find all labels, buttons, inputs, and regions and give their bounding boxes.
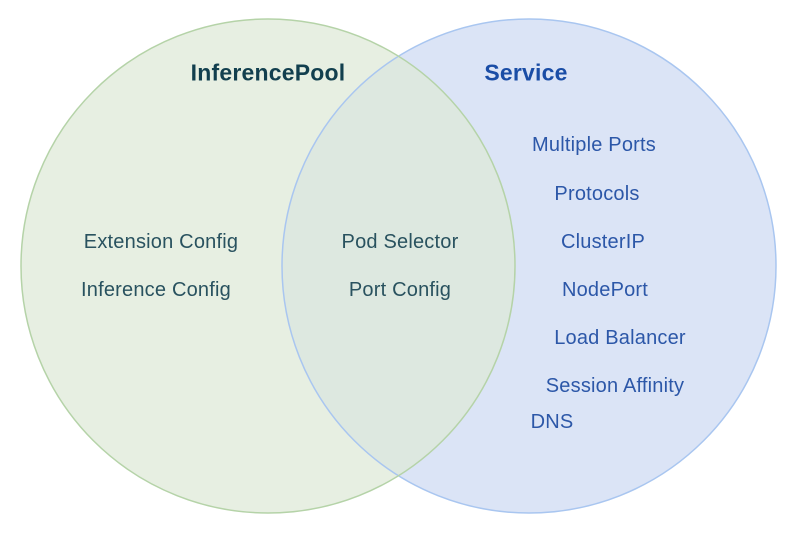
inferencepool-item-inference-config: Inference Config [81, 279, 231, 301]
service-item-protocols: Protocols [554, 183, 640, 205]
service-item-clusterip: ClusterIP [560, 231, 646, 253]
service-item-load-balancer: Load Balancer [554, 327, 686, 349]
inferencepool-circle-fill [21, 19, 515, 513]
service-item-multiple-ports: Multiple Ports [532, 134, 656, 156]
service-circle-outline [281, 18, 777, 514]
inferencepool-circle-outline [20, 18, 516, 514]
service-item-nodeport: NodePort [561, 279, 649, 301]
service-item-session-affinity: Session Affinity [545, 375, 685, 397]
intersection-item-pod-selector: Pod Selector [341, 231, 459, 253]
service-item-dns: DNS [530, 411, 574, 433]
inferencepool-item-extension-config: Extension Config [83, 231, 239, 253]
inferencepool-title: InferencePool [190, 59, 346, 86]
intersection-item-port-config: Port Config [348, 279, 452, 301]
service-title: Service [484, 59, 568, 86]
